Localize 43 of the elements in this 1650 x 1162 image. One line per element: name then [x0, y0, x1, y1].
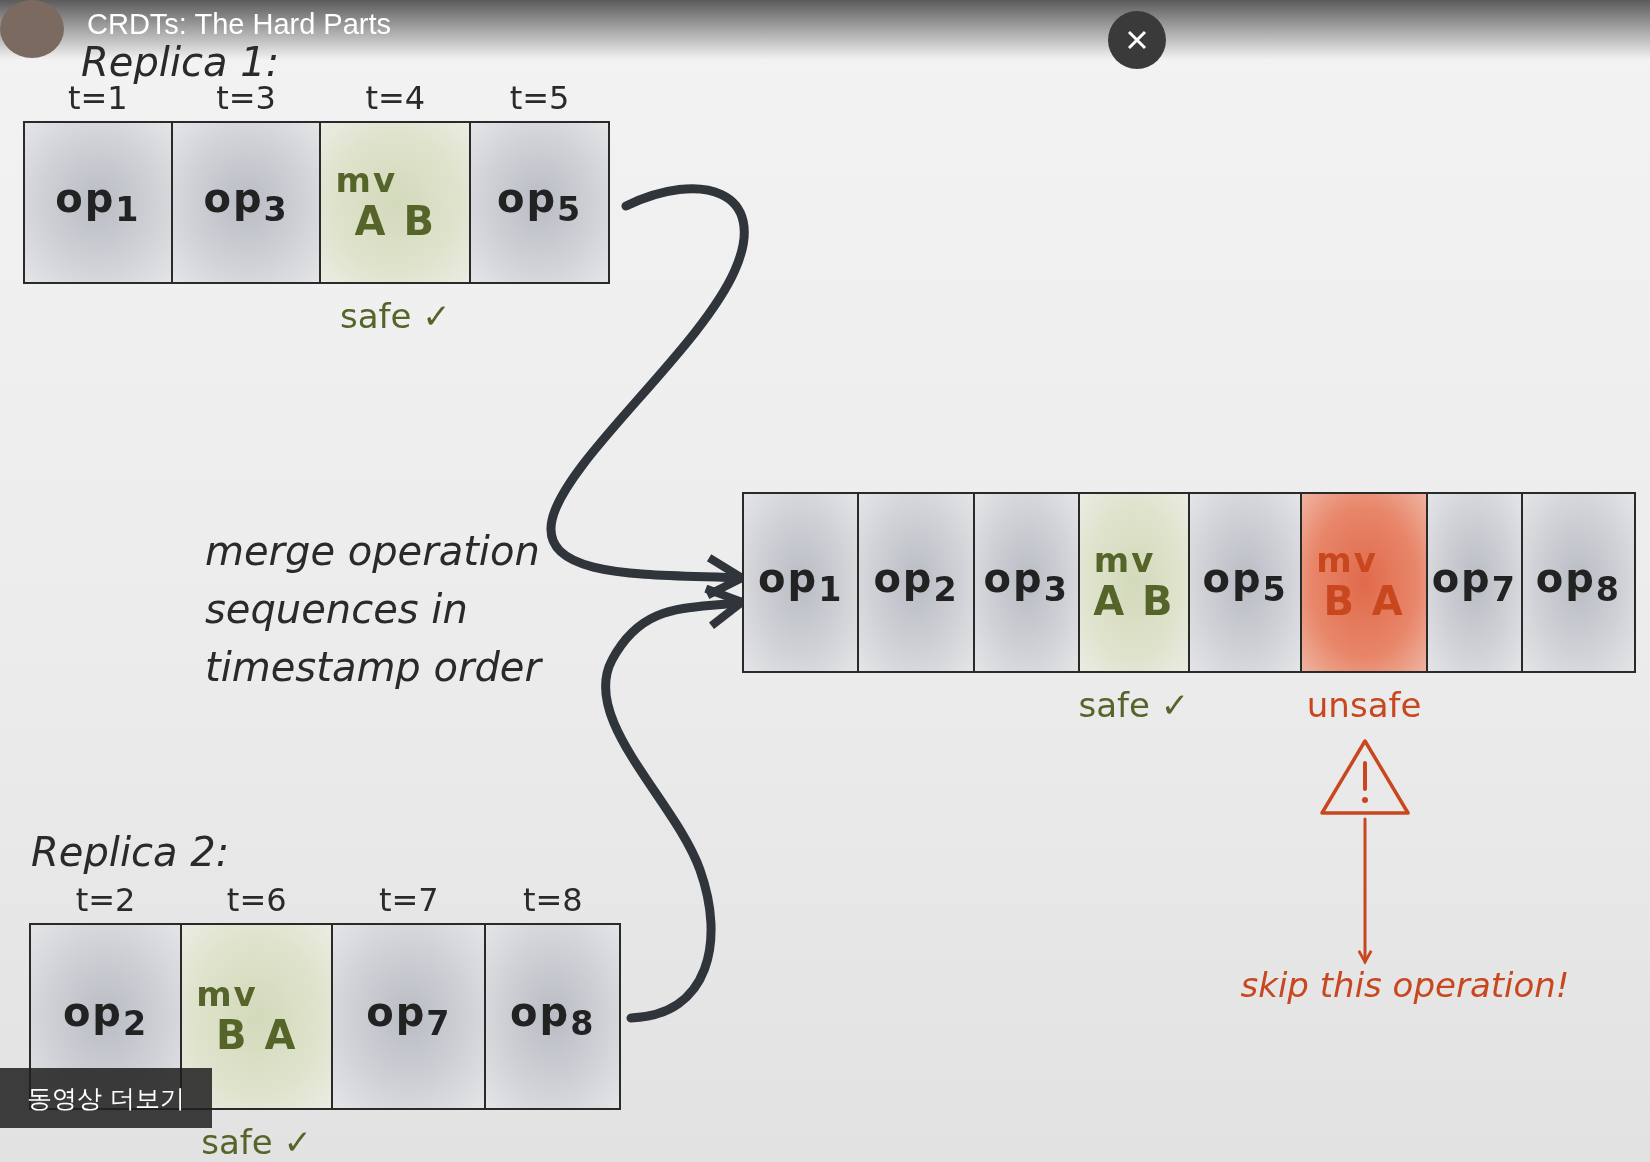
operation-cell — [974, 494, 1080, 671]
operation-label: op$_{8}$ — [510, 990, 596, 1043]
operation-label: op$_{7}$ — [1431, 556, 1517, 609]
operation-label: A B — [354, 199, 436, 244]
operation-label: mv — [196, 975, 258, 1014]
safety-note: safe ✓ — [339, 296, 451, 336]
timestamp-label: t=2 — [75, 881, 136, 919]
operation-label: mv — [1316, 541, 1378, 580]
operation-label: op$_{7}$ — [366, 990, 452, 1043]
timestamp-label: t=7 — [379, 881, 439, 919]
operation-cell — [1427, 494, 1523, 671]
arrow — [546, 184, 749, 600]
operation-label: op$_{1}$ — [758, 556, 844, 609]
replica-heading: Replica 2: — [31, 829, 230, 875]
timestamp-label: t=4 — [365, 79, 426, 117]
timestamp-label: t=8 — [522, 881, 583, 919]
operation-label: B A — [216, 1013, 298, 1058]
safety-note: unsafe — [1306, 685, 1422, 725]
arrow — [1357, 817, 1373, 964]
operation-label: mv — [1093, 541, 1156, 580]
operation-label: mv — [335, 161, 398, 200]
video-title: CRDTs: The Hard Parts — [87, 8, 392, 41]
operation-cell — [1522, 494, 1634, 671]
operation-label: B A — [1323, 579, 1405, 624]
operation-label: op$_{1}$ — [55, 176, 141, 229]
operation-label: op$_{5}$ — [1202, 556, 1288, 609]
operation-cell — [1190, 494, 1303, 671]
merge-note: merge operation sequences in timestamp order — [205, 527, 544, 692]
operation-cell — [859, 494, 975, 671]
operation-label: op$_{5}$ — [496, 176, 583, 229]
operation-label: op$_{2}$ — [873, 556, 959, 609]
more-videos-button: 동영상 더보기 — [0, 1068, 212, 1128]
safety-note: safe ✓ — [1078, 685, 1190, 725]
warning-triangle-icon — [1318, 737, 1412, 817]
operation-label: A B — [1093, 579, 1175, 624]
operation-label: op$_{3}$ — [203, 176, 289, 229]
warning-note: skip this operation! — [1240, 965, 1570, 1005]
operation-cell — [744, 494, 860, 671]
timestamp-label: t=6 — [226, 881, 287, 919]
operation-label: op$_{3}$ — [983, 556, 1069, 609]
timestamp-label: t=5 — [509, 79, 570, 117]
operation-label: op$_{2}$ — [62, 990, 149, 1043]
operation-label: op$_{8}$ — [1535, 556, 1621, 609]
